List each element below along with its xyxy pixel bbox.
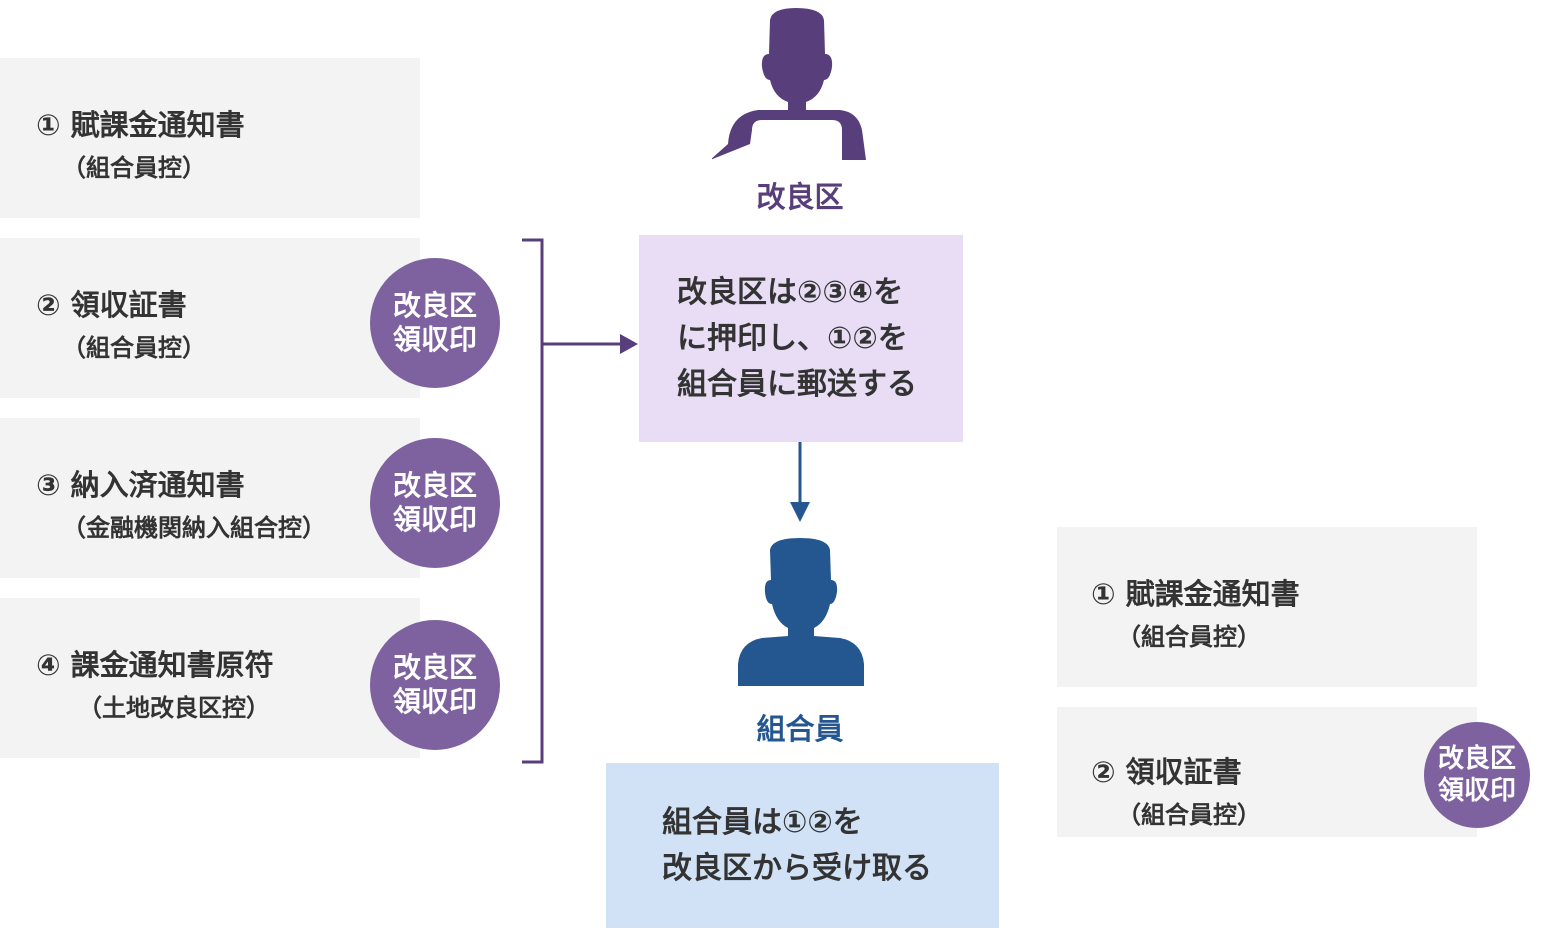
doc-subtitle: （組合員控） bbox=[62, 154, 206, 182]
message-line: 改良区から受け取る bbox=[662, 850, 932, 886]
left-doc-4: ④ 課金通知書原符 （土地改良区控） bbox=[0, 598, 420, 758]
doc-subtitle: （組合員控） bbox=[62, 334, 206, 362]
kumiaiin-message-box: 組合員は①②を 改良区から受け取る bbox=[606, 763, 999, 928]
receipt-stamp: 改良区 領収印 bbox=[370, 258, 500, 388]
doc-title: ① 賦課金通知書 bbox=[36, 108, 245, 142]
kumiaiin-label: 組合員 bbox=[756, 712, 844, 746]
stamp-line-2: 領収印 bbox=[392, 503, 477, 536]
doc-title: ② 領収証書 bbox=[36, 288, 187, 322]
kairyoku-message-box: 改良区は②③④を に押印し、①②を 組合員に郵送する bbox=[639, 235, 963, 442]
left-doc-3: ③ 納入済通知書 （金融機関納入組合控） bbox=[0, 418, 420, 578]
doc-title: ① 賦課金通知書 bbox=[1091, 577, 1300, 611]
doc-title: ② 領収証書 bbox=[1091, 755, 1242, 789]
right-doc-2: ② 領収証書 （組合員控） bbox=[1057, 707, 1477, 837]
kairyoku-label: 改良区 bbox=[756, 180, 844, 214]
doc-subtitle: （金融機関納入組合控） bbox=[62, 514, 326, 542]
stamp-line-1: 改良区 bbox=[1437, 744, 1516, 774]
person-icon bbox=[738, 538, 864, 686]
left-doc-1: ① 賦課金通知書 （組合員控） bbox=[0, 58, 420, 218]
receipt-stamp: 改良区 領収印 bbox=[370, 620, 500, 750]
stamp-line-2: 領収印 bbox=[392, 323, 477, 356]
stamp-line-2: 領収印 bbox=[1437, 776, 1516, 806]
arrow-head-down bbox=[790, 502, 810, 522]
receipt-stamp: 改良区 領収印 bbox=[370, 438, 500, 568]
doc-subtitle: （組合員控） bbox=[1117, 801, 1261, 829]
stamp-line-2: 領収印 bbox=[392, 685, 477, 718]
left-doc-2: ② 領収証書 （組合員控） bbox=[0, 238, 420, 398]
receipt-stamp: 改良区 領収印 bbox=[1424, 722, 1530, 828]
message-line: に押印し、①②を bbox=[677, 320, 908, 356]
doc-title: ④ 課金通知書原符 bbox=[36, 648, 274, 682]
bracket-line bbox=[522, 238, 544, 764]
message-line: 組合員は①②を bbox=[662, 804, 863, 840]
arrow-head-right bbox=[620, 334, 638, 354]
right-doc-1: ① 賦課金通知書 （組合員控） bbox=[1057, 527, 1477, 687]
message-line: 組合員に郵送する bbox=[677, 366, 917, 402]
doc-title: ③ 納入済通知書 bbox=[36, 468, 245, 502]
person-icon bbox=[712, 8, 866, 160]
stamp-line-1: 改良区 bbox=[392, 289, 477, 322]
stamp-line-1: 改良区 bbox=[392, 651, 477, 684]
doc-subtitle: （土地改良区控） bbox=[78, 694, 270, 722]
message-line: 改良区は②③④を bbox=[677, 274, 904, 310]
doc-subtitle: （組合員控） bbox=[1117, 623, 1261, 651]
stamp-line-1: 改良区 bbox=[392, 469, 477, 502]
